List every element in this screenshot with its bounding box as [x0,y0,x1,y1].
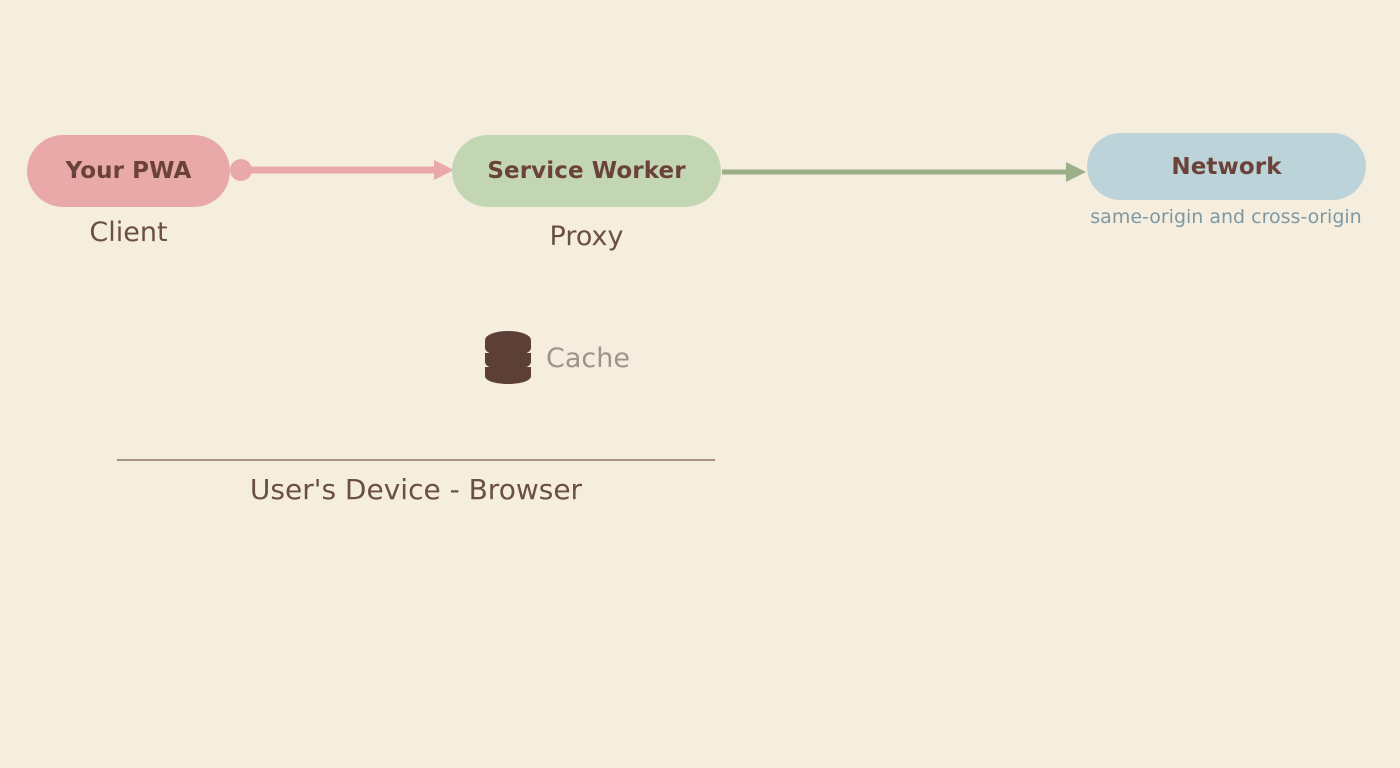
device-boundary-line [117,459,715,461]
node-service-worker[interactable]: Service Worker [452,135,721,207]
node-your-pwa-caption: Client [89,217,168,248]
cache-storage[interactable]: Cache [484,330,630,386]
node-your-pwa[interactable]: Your PWA [27,135,230,207]
node-service-worker-label: Service Worker [487,158,686,184]
node-network[interactable]: Network [1087,133,1366,200]
node-your-pwa-label: Your PWA [65,158,192,184]
device-boundary-label: User's Device - Browser [249,473,583,506]
node-network-label: Network [1171,153,1282,180]
connector-pwa-to-service-worker [230,159,454,181]
database-icon [485,331,531,384]
connector-start-dot [230,159,252,181]
cache-label: Cache [546,342,630,374]
node-service-worker-caption: Proxy [549,221,624,252]
connector-arrowhead [1066,162,1086,182]
node-network-caption: same-origin and cross-origin [1090,206,1362,228]
connector-arrowhead [434,160,454,180]
connector-service-worker-to-network [722,162,1086,182]
